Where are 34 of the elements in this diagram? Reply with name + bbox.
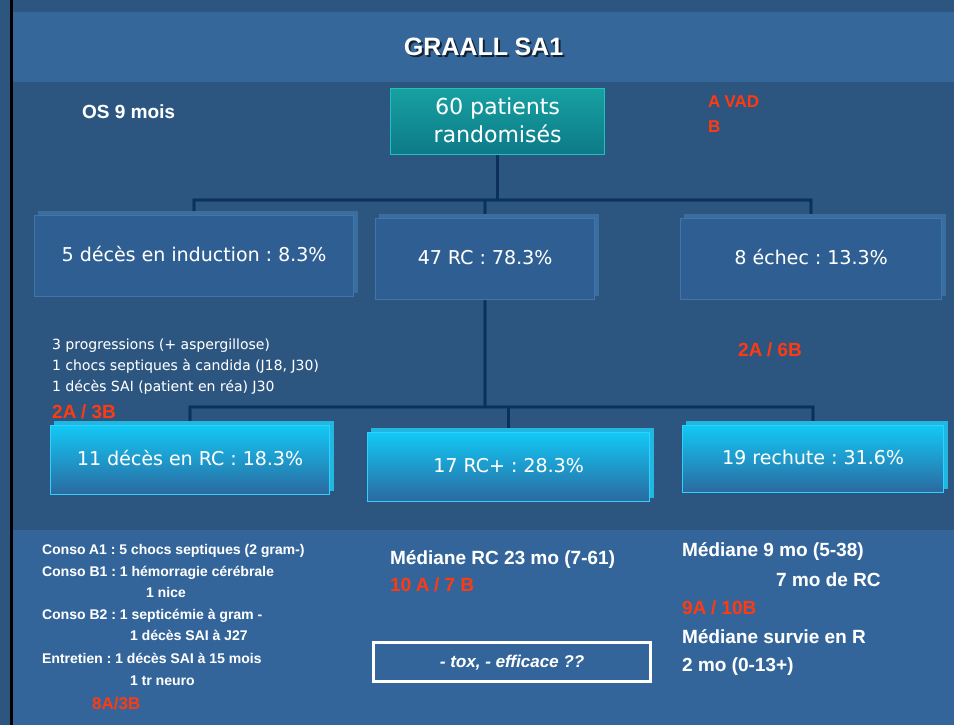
box-text: 17 RC+ : 28.3%: [433, 455, 584, 479]
box-text: 47 RC : 78.3%: [418, 247, 552, 271]
count-note: 10 A / 7 B: [390, 575, 474, 597]
note-text: 1 décès SAI (patient en réa) J30: [52, 379, 274, 395]
note-text: Médiane 9 mo (5-38): [682, 540, 864, 562]
count-note: 9A / 10B: [682, 598, 756, 620]
note-text: Médiane RC 23 mo (7-61): [390, 548, 615, 570]
note-text: Conso A1 : 5 chocs septiques (2 gram-): [42, 541, 304, 557]
note-text: Entretien : 1 décès SAI à 15 mois: [42, 650, 262, 666]
box-text: 8 échec : 13.3%: [734, 247, 888, 271]
note-text: 2 mo (0-13+): [682, 655, 794, 677]
count-note: 2A / 3B: [52, 402, 116, 424]
count-note: 2A / 6B: [738, 340, 802, 362]
note-text: Médiane survie en R: [682, 627, 866, 649]
note-text: 1 chocs septiques à candida (J18, J30): [52, 358, 319, 374]
box-text: 60 patients randomisés: [432, 94, 562, 149]
note-text: 3 progressions (+ aspergillose): [52, 337, 270, 353]
title: GRAALL SA1: [404, 32, 564, 62]
note-text: Conso B1 : 1 hémorragie cérébrale: [42, 563, 274, 579]
box-text: - tox, - efficace ??: [440, 651, 584, 673]
note-box: [372, 641, 652, 683]
note-text: 7 mo de RC: [776, 570, 881, 592]
box-text: 11 décès en RC : 18.3%: [76, 448, 304, 472]
note-text: Conso B2 : 1 septicémie à gram -: [42, 606, 262, 622]
outcome-box: [390, 88, 605, 155]
box-text: 19 rechute : 31.6%: [722, 447, 904, 471]
count-note: A VAD: [708, 92, 759, 112]
note-text: 1 décès SAI à J27: [130, 627, 248, 643]
note-text: 1 tr neuro: [130, 672, 195, 688]
note-text: OS 9 mois: [82, 102, 175, 124]
box-text: 5 décès en induction : 8.3%: [62, 244, 326, 268]
note-text: 1 nice: [146, 584, 186, 600]
count-note: B: [708, 117, 720, 137]
count-note: 8A/3B: [92, 694, 140, 714]
